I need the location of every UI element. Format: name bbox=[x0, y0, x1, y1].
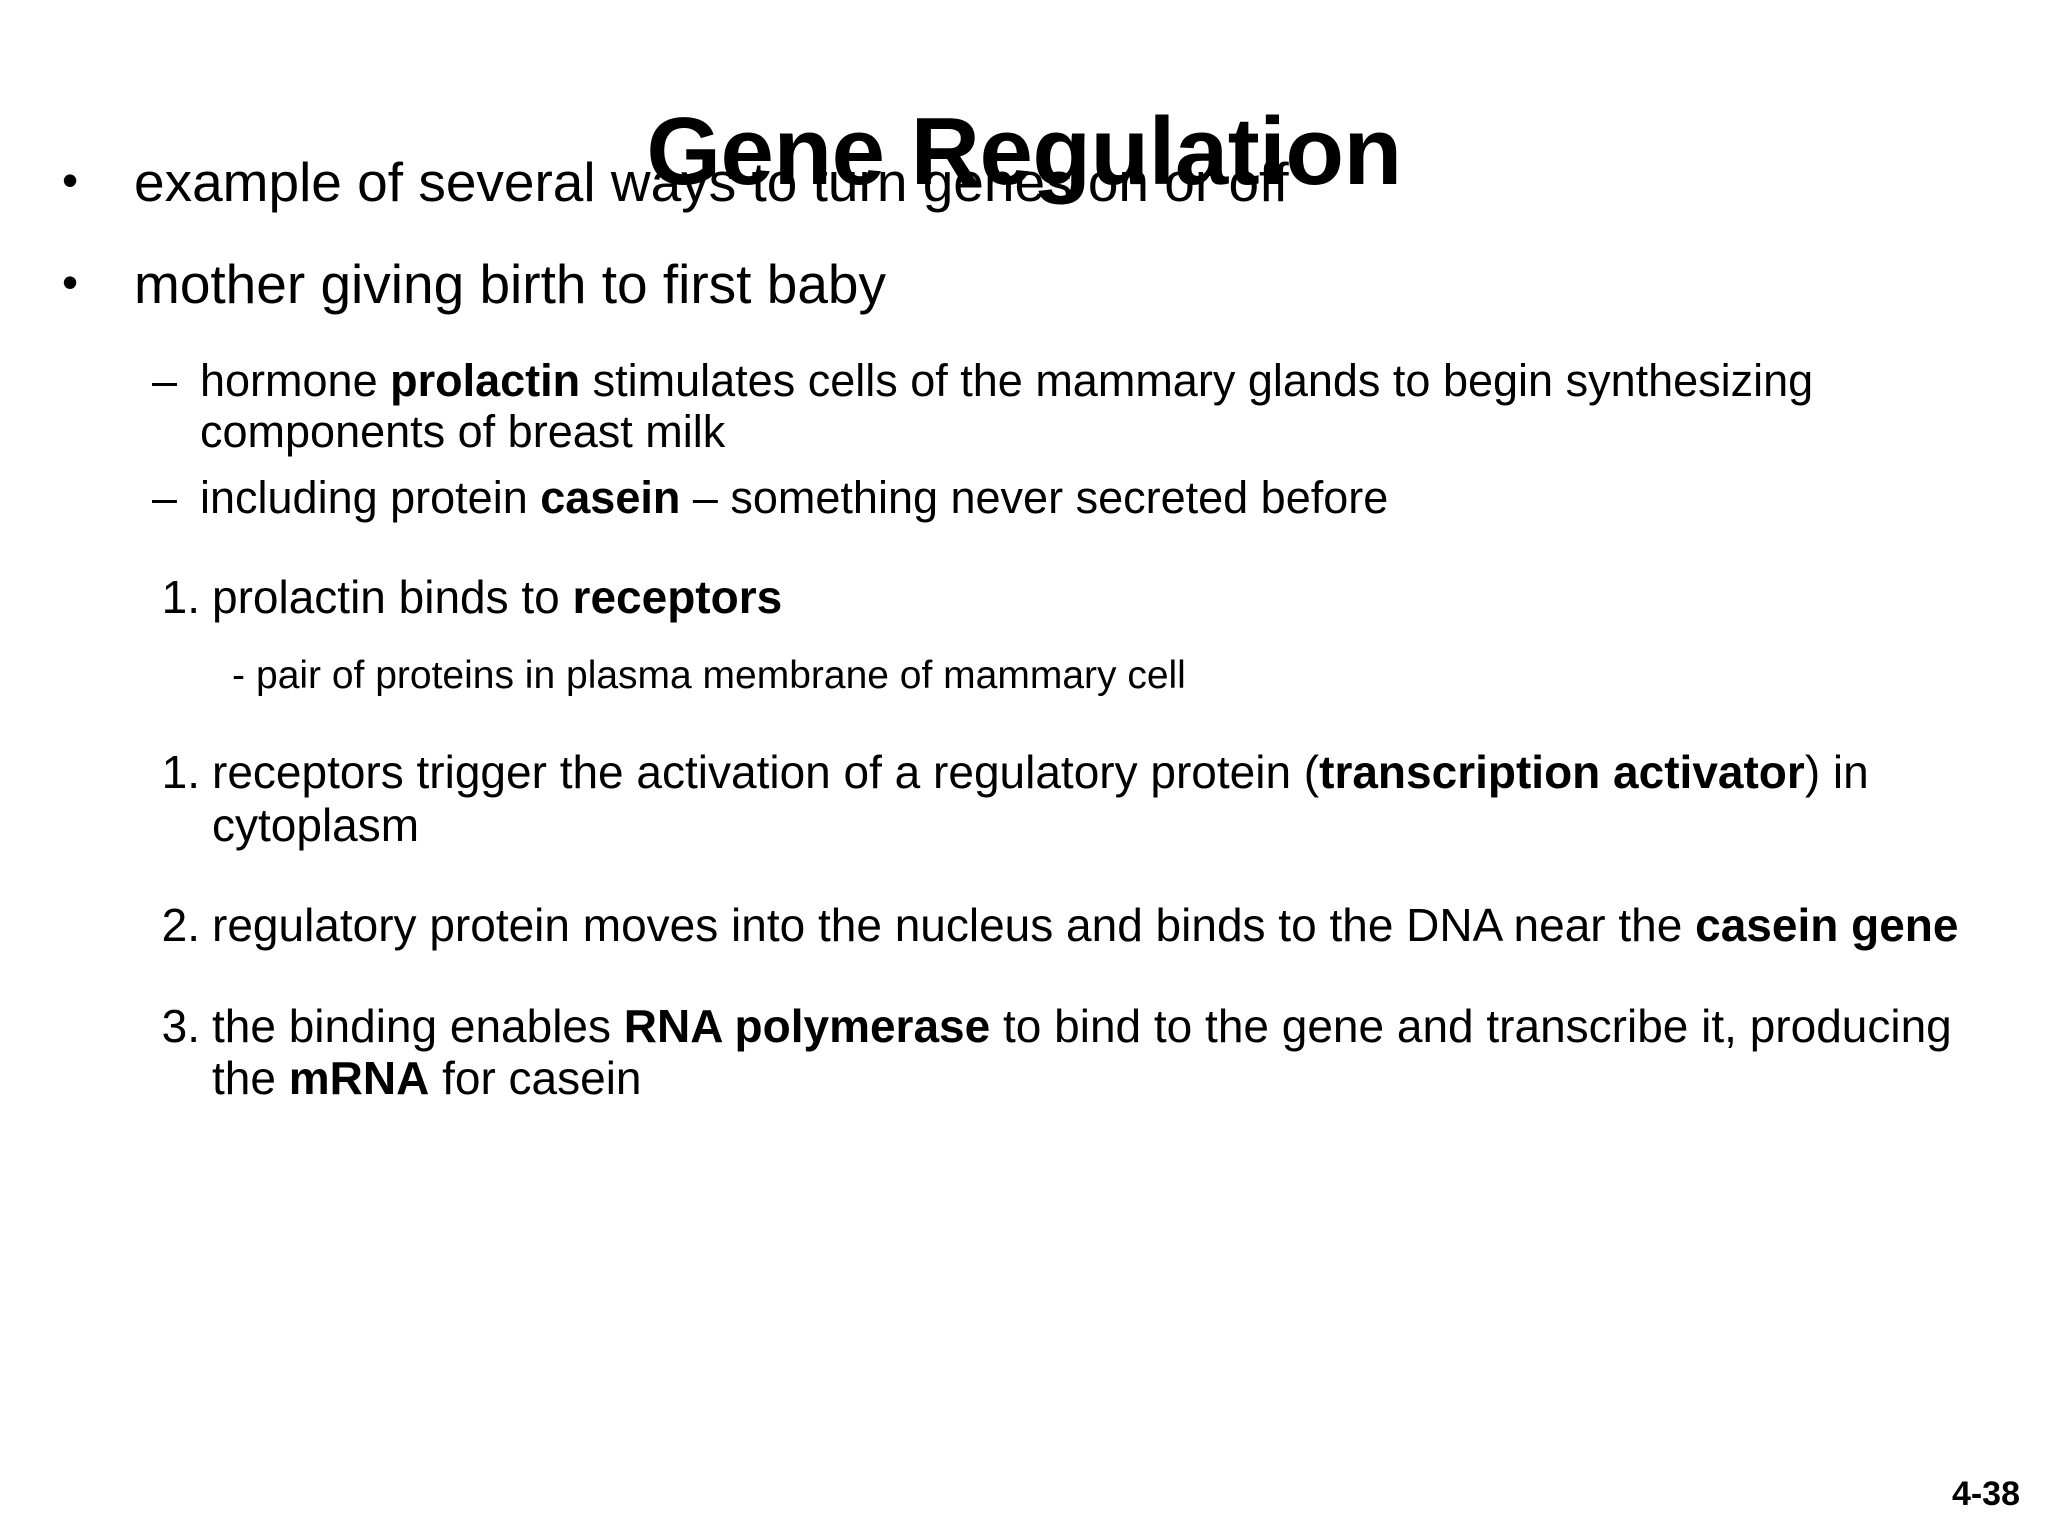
bullet-text: mother giving birth to first baby bbox=[134, 252, 887, 315]
step-number: 3. bbox=[161, 999, 200, 1052]
dash-icon: – bbox=[152, 355, 178, 407]
step-text-part: receptors trigger the activation of a re… bbox=[212, 746, 1320, 799]
sub-bullet-text-part: hormone bbox=[200, 355, 391, 407]
sub-bullet-text: hormone prolactin stimulates cells of th… bbox=[200, 355, 2020, 458]
sub-bullet-text-part: including protein bbox=[200, 471, 541, 523]
numbered-step: 1. receptors trigger the activation of a… bbox=[0, 746, 2048, 851]
sub-bullet-text-part: stimulates cells of the mammary glands t… bbox=[200, 355, 1814, 458]
bullet-dot-icon: • bbox=[62, 255, 79, 308]
step-sub-item-text: pair of proteins in plasma membrane of m… bbox=[256, 653, 1186, 697]
dash-icon: – bbox=[152, 471, 178, 523]
bullet-text: example of several ways to turn genes on… bbox=[134, 151, 1289, 213]
step-text-part: prolactin binds to bbox=[212, 571, 573, 624]
slide-body: • example of several ways to turn genes … bbox=[0, 151, 2048, 1135]
sub-bullet-item: – including protein casein – something n… bbox=[0, 472, 2048, 523]
sub-bullet-item: – hormone prolactin stimulates cells of … bbox=[0, 355, 2048, 458]
step-number: 2. bbox=[161, 899, 200, 952]
hyphen-icon: - bbox=[232, 653, 245, 697]
step-text-part: regulatory protein moves into the nucleu… bbox=[212, 899, 1696, 952]
page-number: 4-38 bbox=[1951, 1475, 2020, 1513]
step-text: regulatory protein moves into the nucleu… bbox=[212, 899, 2022, 951]
spacer bbox=[0, 881, 2048, 899]
spacer bbox=[0, 728, 2048, 746]
step-text-part: the binding enables bbox=[212, 999, 624, 1052]
bullet-item: • mother giving birth to first baby bbox=[0, 252, 2048, 316]
sub-bullet-text-part: – something never secreted before bbox=[680, 471, 1389, 523]
bullet-dot-icon: • bbox=[62, 154, 79, 206]
spacer bbox=[0, 537, 2048, 571]
step-text-part-bold: receptors bbox=[572, 571, 783, 624]
step-number: 1. bbox=[161, 746, 200, 799]
numbered-step: 2. regulatory protein moves into the nuc… bbox=[0, 899, 2048, 951]
step-text: the binding enables RNA polymerase to bi… bbox=[212, 1000, 2022, 1105]
step-number: 1. bbox=[161, 571, 200, 624]
sub-bullet-text-part-bold: casein bbox=[540, 471, 681, 523]
step-text-part: to bind to the gene and transcribe it, p… bbox=[212, 999, 1952, 1105]
sub-bullet-text: including protein casein – something nev… bbox=[200, 472, 2020, 523]
step-text-part-bold: transcription activator bbox=[1319, 746, 1805, 799]
step-text-part: for casein bbox=[429, 1052, 642, 1105]
page-title: Gene Regulation bbox=[646, 98, 1402, 206]
step-sub-item: - pair of proteins in plasma membrane of… bbox=[0, 654, 2048, 699]
step-text: receptors trigger the activation of a re… bbox=[212, 746, 2022, 851]
numbered-step: 1. prolactin binds to receptors bbox=[0, 571, 2048, 623]
step-text: prolactin binds to receptors bbox=[212, 571, 2022, 623]
step-text-part-bold: casein gene bbox=[1695, 899, 1959, 952]
spacer bbox=[0, 982, 2048, 1000]
bullet-item: • example of several ways to turn genes … bbox=[0, 151, 2048, 214]
numbered-step: 3. the binding enables RNA polymerase to… bbox=[0, 1000, 2048, 1105]
step-text-part: ) in cytoplasm bbox=[212, 746, 1869, 851]
step-text-part-bold: mRNA bbox=[288, 1052, 430, 1105]
sub-bullet-text-part-bold: prolactin bbox=[390, 355, 581, 407]
step-text-part-bold: RNA polymerase bbox=[623, 999, 991, 1052]
